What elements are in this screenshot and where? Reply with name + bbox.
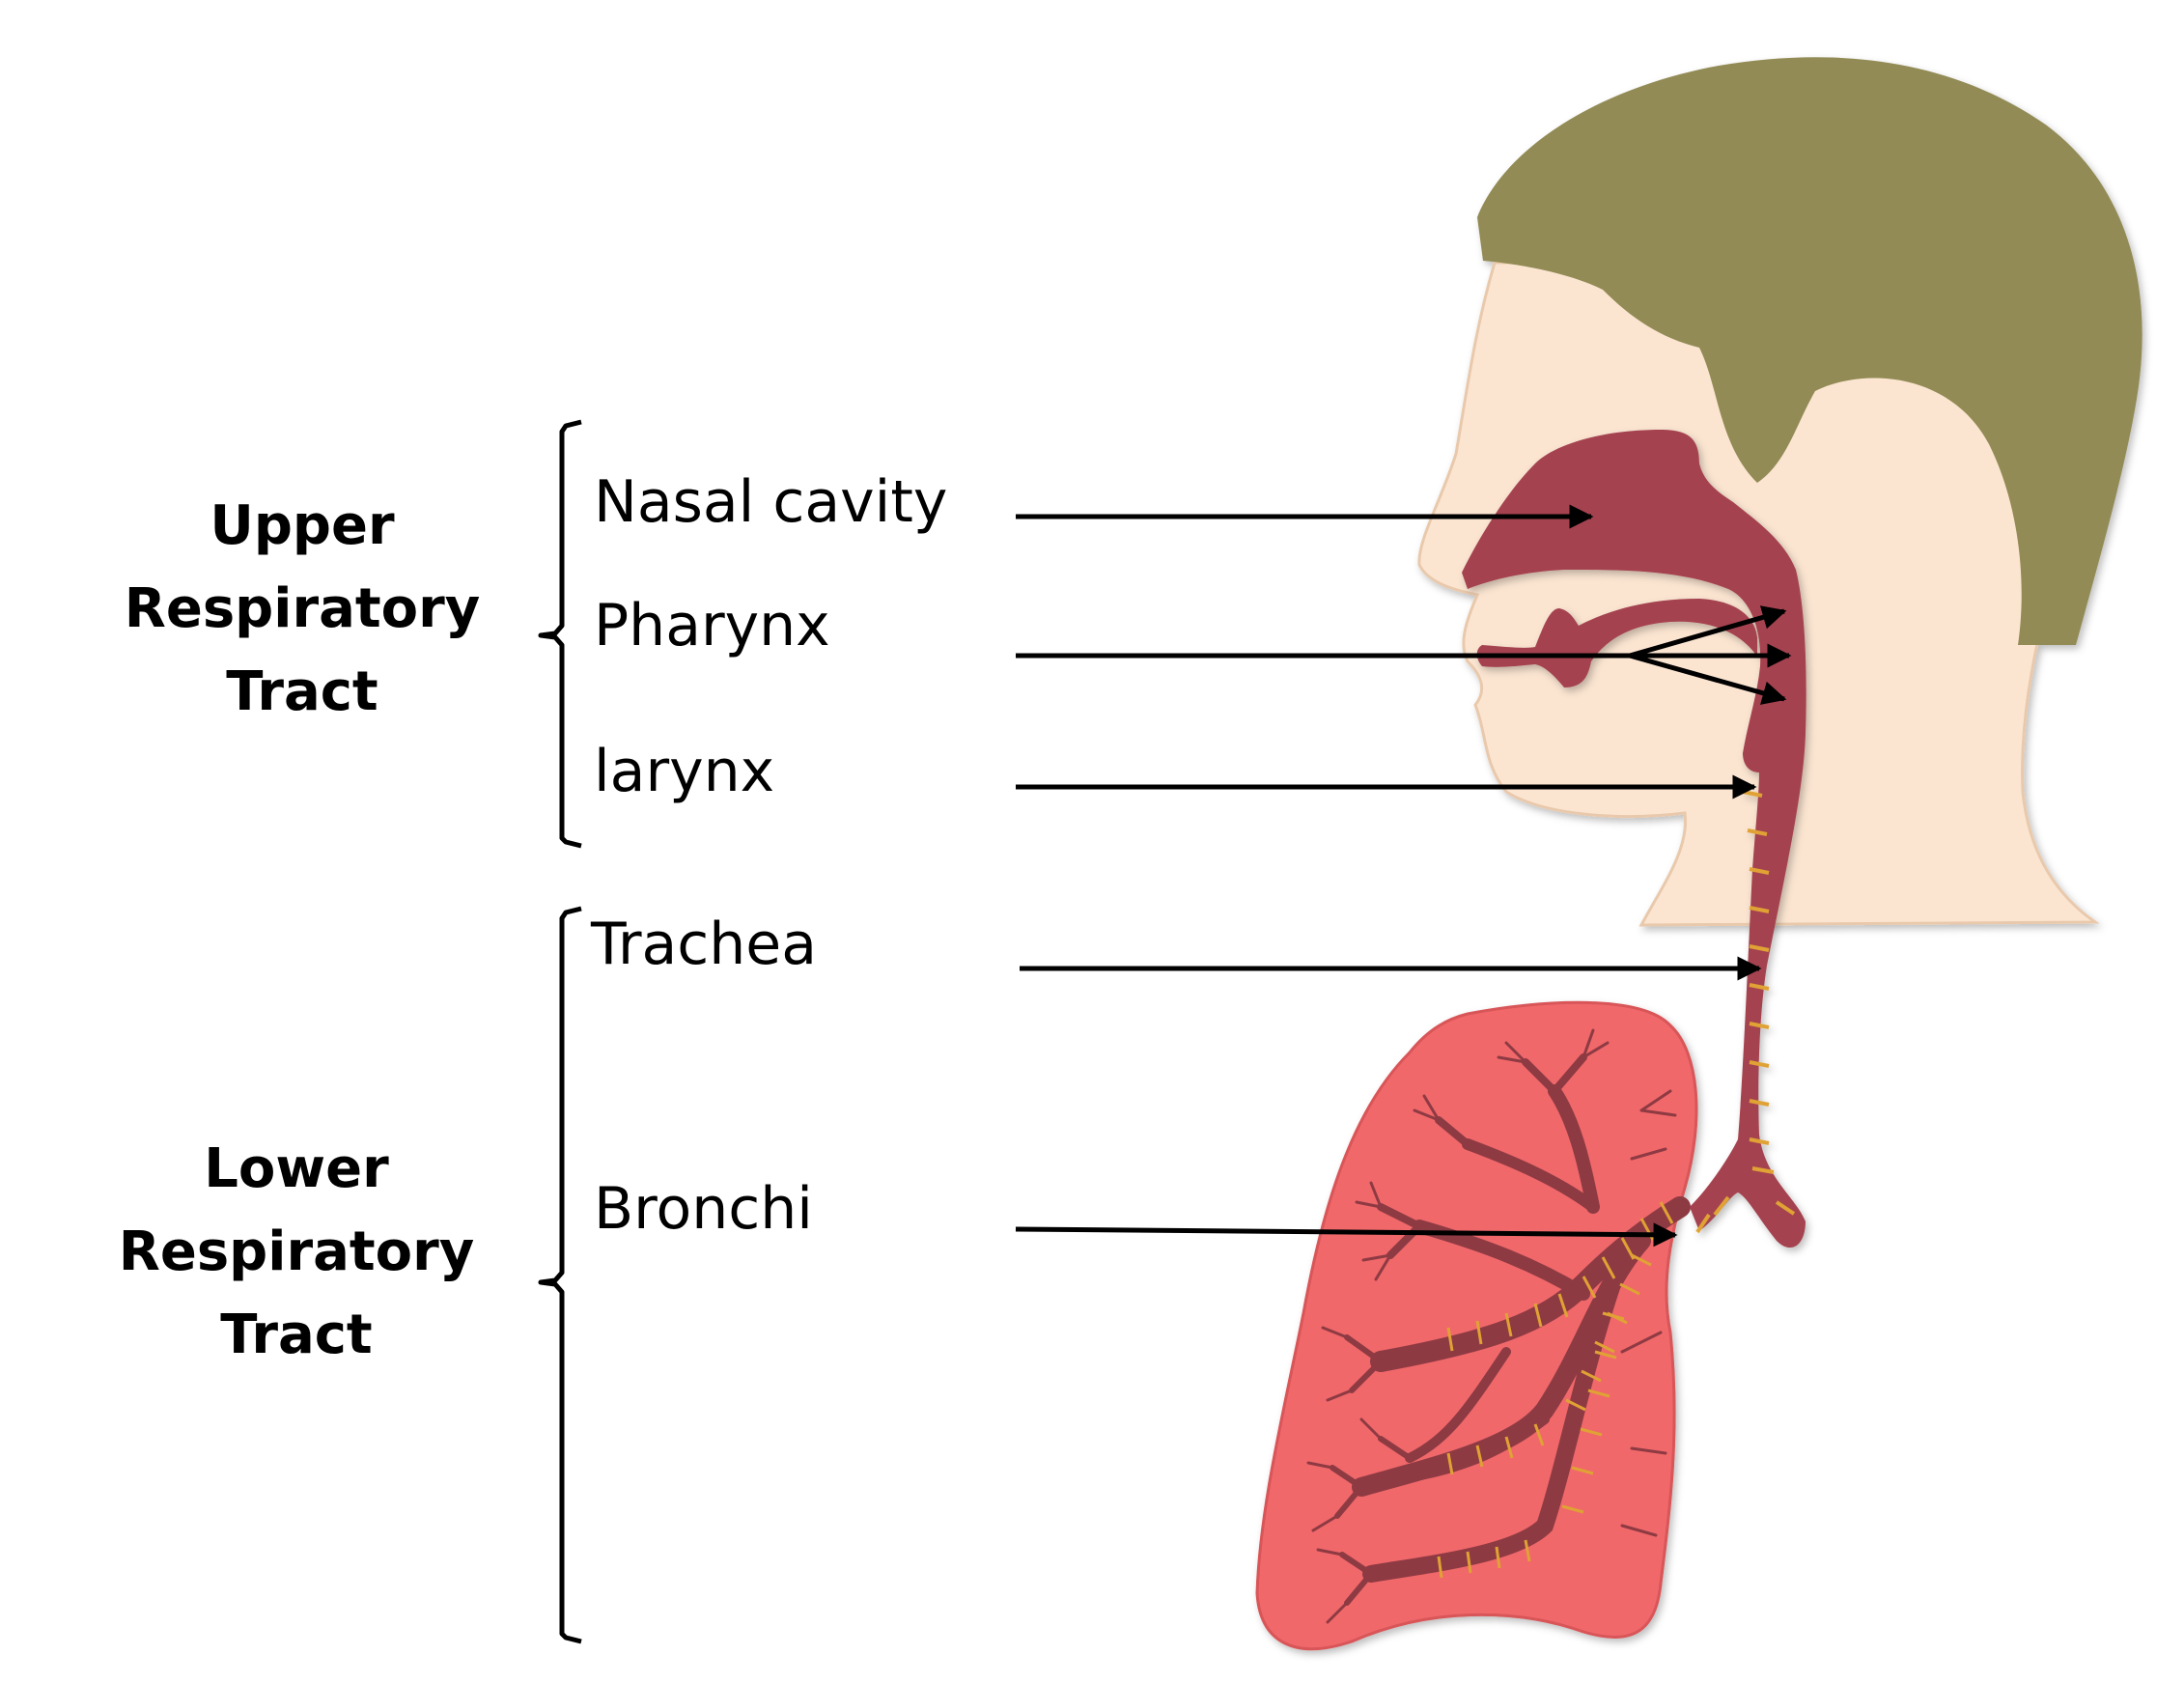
lower-line-2: Respiratory xyxy=(118,1220,475,1283)
bronchi-label: Bronchi xyxy=(594,1175,813,1243)
upper-line-1: Upper xyxy=(210,494,395,557)
bronchi-arrow xyxy=(1015,1222,1678,1248)
lower-bracket xyxy=(538,906,582,1644)
brackets xyxy=(538,419,582,1644)
upper-line-3: Tract xyxy=(226,660,378,723)
lower-line-3: Tract xyxy=(220,1304,373,1366)
lower-line-1: Lower xyxy=(204,1137,389,1200)
mouth-pharynx-shape xyxy=(1476,599,1757,687)
bronchus-rings xyxy=(1437,1201,1674,1579)
nasal-cavity-label: Nasal cavity xyxy=(594,468,948,536)
hair xyxy=(1477,57,2142,645)
upper-respiratory-tract-label: Upper Respiratory Tract xyxy=(99,485,505,734)
pharynx-arrow-upper xyxy=(1629,605,1787,659)
lung-illustration xyxy=(1255,1000,1698,1651)
lower-respiratory-tract-label: Lower Respiratory Tract xyxy=(94,1128,499,1377)
upper-bracket xyxy=(538,419,582,849)
trachea-label: Trachea xyxy=(591,911,817,978)
airway-illustration xyxy=(1462,430,1806,1248)
pointer-arrows xyxy=(1015,504,1792,1248)
upper-line-2: Respiratory xyxy=(124,577,481,640)
pharynx-label: Pharynx xyxy=(594,592,830,659)
pharynx-arrow-lower xyxy=(1629,653,1787,705)
larynx-label: larynx xyxy=(594,738,775,805)
